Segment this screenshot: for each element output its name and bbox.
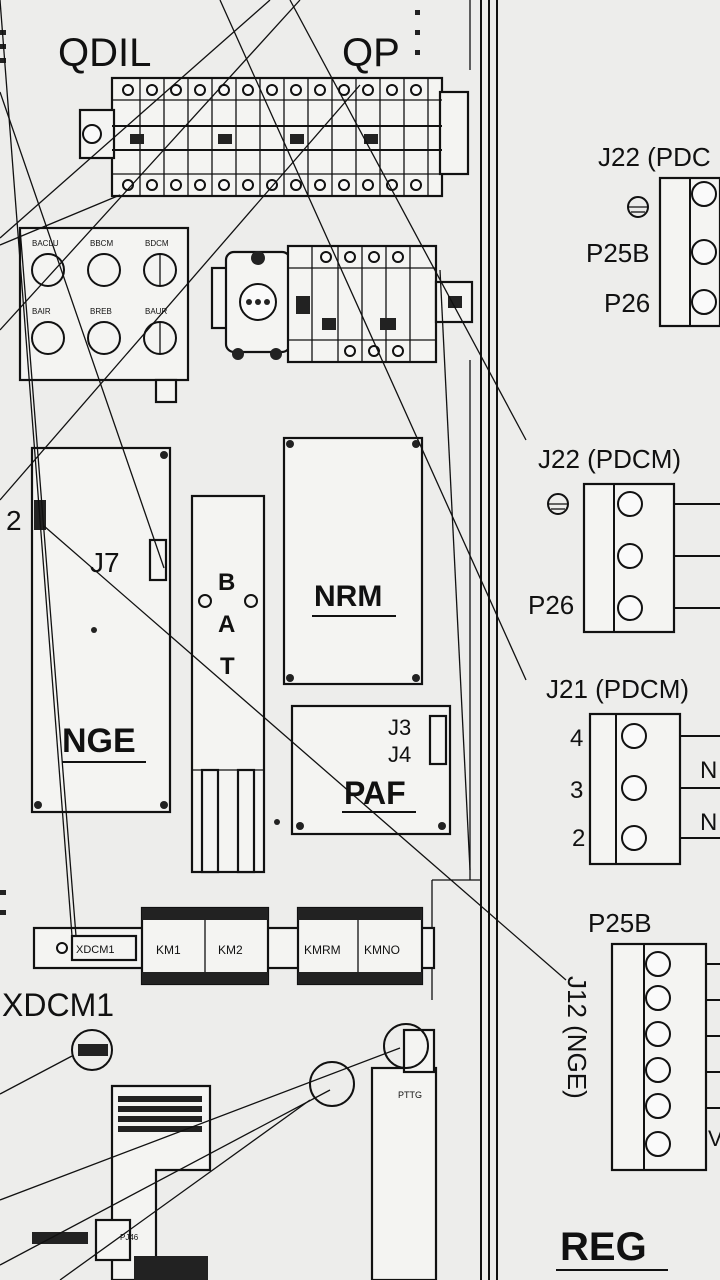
push-button-5 [87,321,121,355]
p25b-label: P25B [588,908,652,938]
bat-letter-b: B [218,569,235,596]
km1-label: KM1 [156,943,181,957]
button-label-1: BACLU [32,239,59,248]
kmrm-label: KMRM [304,943,341,957]
push-button-2 [87,253,121,287]
wire-label-v: V [708,1126,720,1151]
j21-pin-4: 4 [570,725,583,752]
p25b-top-label: P25B [586,238,650,268]
nrm-board [282,436,424,686]
j21-label: J21 (PDCM) [546,674,689,704]
bat-letter-t: T [220,653,235,680]
wire-label-n-2: N [700,809,717,836]
j21-block [588,712,720,866]
push-button-4 [31,321,65,355]
reg-label: REG [560,1225,647,1269]
pttg-label: PTTG [398,1090,422,1100]
connector-symbol [71,1029,113,1071]
button-label-2: BBCM [90,239,113,248]
kmno-label: KMNO [364,943,400,957]
contactor-rail [32,906,436,986]
button-label-4: BAIR [32,307,51,316]
leader-lines [0,0,567,1280]
j22-label: J22 (PDCM) [538,444,681,474]
button-label-5: BREB [90,307,112,316]
socket-breaker-block [210,244,474,364]
j4-label: J4 [388,742,411,767]
terminal-rail [78,76,470,198]
button-label-6: BAUR [145,307,167,316]
qp-label: QP [342,31,400,75]
two-label: 2 [6,505,22,536]
bottom-module [32,1023,438,1280]
nrm-label: NRM [314,580,382,613]
paf-label: PAF [344,775,406,811]
km2-label: KM2 [218,943,243,957]
j22-top-label: J22 (PDC [598,142,711,172]
j22-top-block [627,176,720,328]
p26-label: P26 [528,590,574,620]
p25b-block [610,942,720,1172]
p26-top-label: P26 [604,288,650,318]
j3-label: J3 [388,715,411,740]
j12-label: J12 (NGE) [562,976,592,1099]
terminal-screws [122,84,422,191]
cabinet-edges [431,0,498,1280]
bat-letter-a: A [218,611,235,638]
wire-label-n-1: N [700,757,717,784]
j21-pin-2: 2 [572,825,585,852]
xdcm1-label: XDCM1 [2,987,114,1023]
bat-module [190,494,266,874]
qdil-label: QDIL [58,31,151,75]
j22-block [547,482,720,634]
paf-board [274,704,452,836]
xdcm1-small-label: XDCM1 [76,944,115,956]
push-button-1 [31,253,65,287]
button-panel: BACLU BBCM BDCM BAIR BREB BAUR [18,226,190,404]
nge-board [30,446,172,814]
nge-label: NGE [62,722,136,760]
pj46-label: PJ46 [120,1233,139,1242]
j7-label: J7 [90,547,120,578]
button-label-3: BDCM [145,239,169,248]
j21-pin-3: 3 [570,777,583,804]
